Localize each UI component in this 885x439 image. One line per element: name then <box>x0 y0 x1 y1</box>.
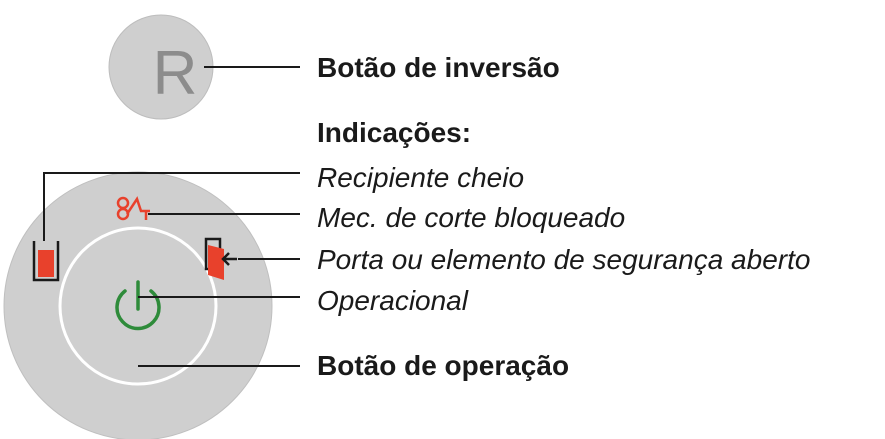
door-open-icon <box>204 237 237 280</box>
reverse-button-label: Botão de inversão <box>317 52 560 83</box>
leader-lines <box>43 66 300 367</box>
indication-container-full-label: Recipiente cheio <box>317 162 525 193</box>
indication-operational-label: Operacional <box>317 285 468 316</box>
cutter-blocked-icon <box>116 196 150 221</box>
indication-door-open-label: Porta ou elemento de segurança aberto <box>317 244 811 275</box>
reverse-button-letter: R <box>153 39 198 108</box>
reverse-button[interactable]: R <box>108 14 214 120</box>
operation-button-label: Botão de operação <box>317 350 570 381</box>
power-icon <box>115 280 161 331</box>
leader-container-full <box>43 172 300 241</box>
indications-heading: Indicações: <box>317 117 472 148</box>
indication-cutter-blocked-label: Mec. de corte bloqueado <box>317 202 626 233</box>
container-full-icon <box>32 241 60 282</box>
